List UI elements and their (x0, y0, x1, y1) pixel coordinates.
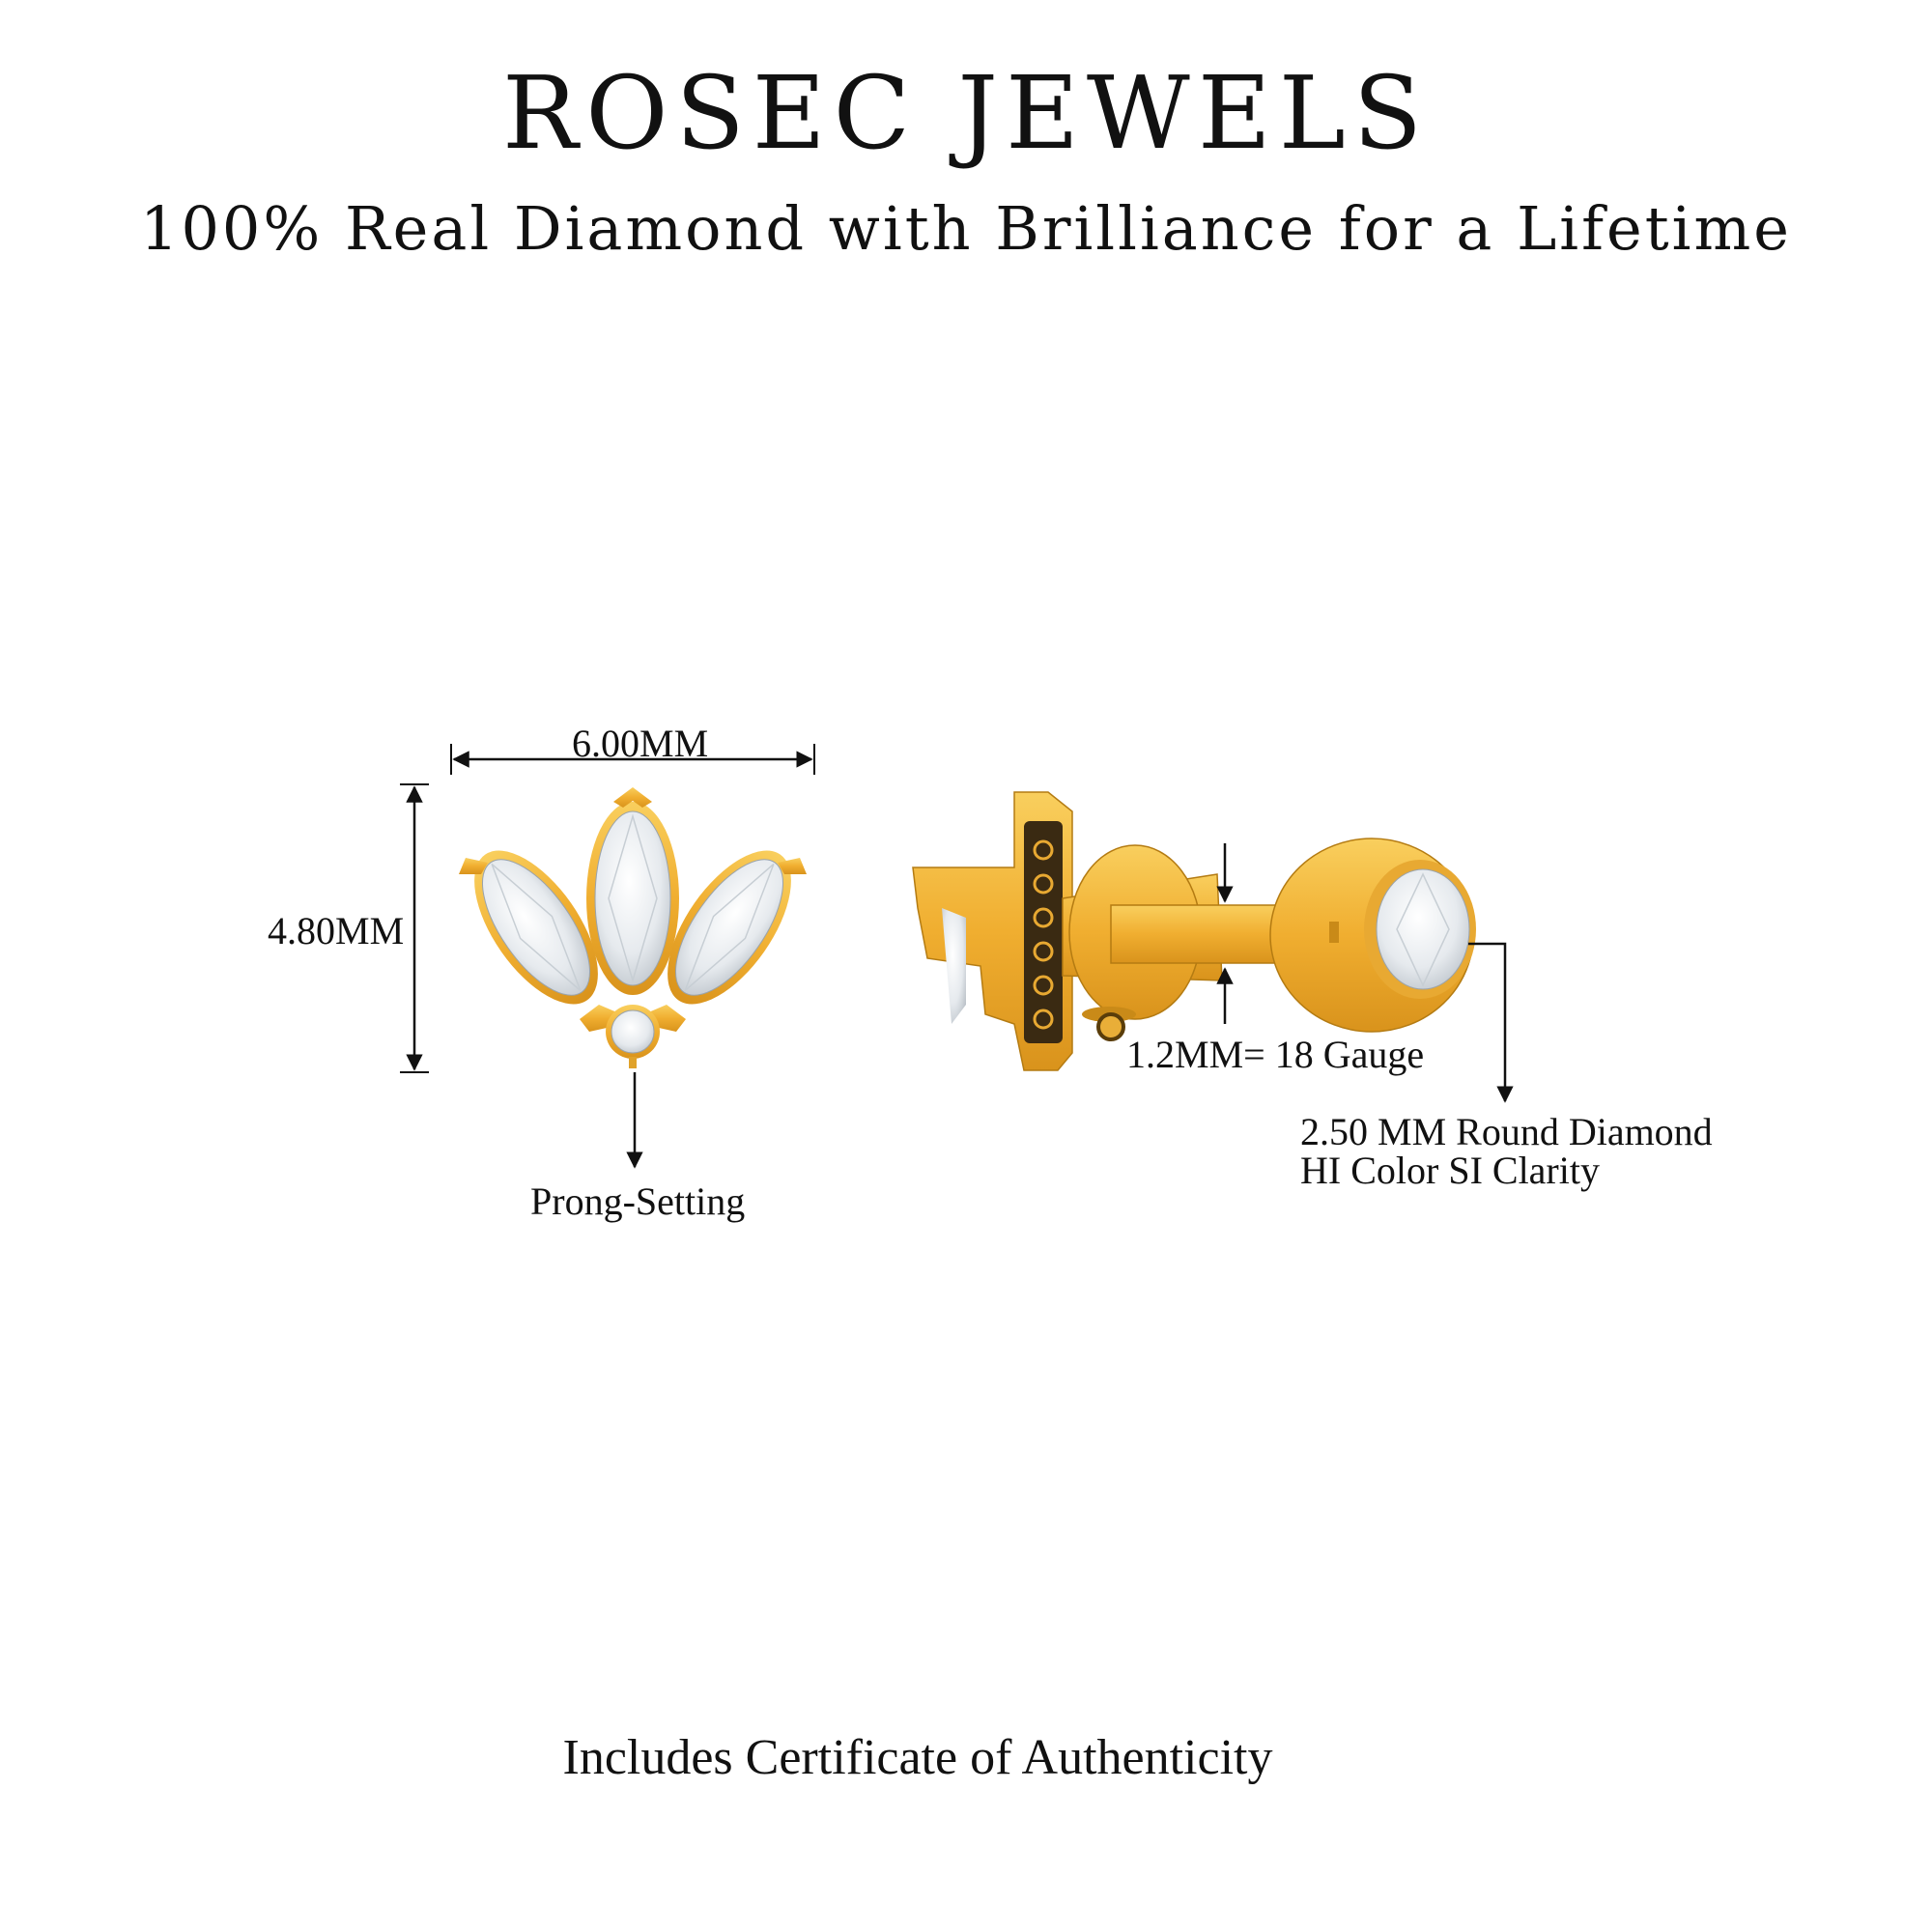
width-label: 6.00MM (572, 722, 709, 765)
certificate-note: Includes Certificate of Authenticity (562, 1730, 1273, 1785)
center-marquise-diamond (586, 802, 679, 995)
diamond-spec-line2: HI Color SI Clarity (1300, 1149, 1600, 1192)
diamond-spec-line1: 2.50 MM Round Diamond (1300, 1110, 1713, 1153)
side-view-earring (912, 791, 1476, 1071)
height-label: 4.80MM (268, 909, 405, 952)
gauge-label: 1.2MM= 18 Gauge (1126, 1033, 1425, 1076)
height-dimension (400, 783, 429, 1073)
round-bezel-diamond (1364, 860, 1476, 999)
lotus-earring-front (459, 787, 807, 1068)
width-dimension (450, 744, 815, 775)
small-round-diamond (606, 1005, 660, 1068)
brand-title: ROSEC JEWELS (501, 54, 1431, 172)
prong-setting-label: Prong-Setting (530, 1179, 746, 1223)
diamond-callout-arrow (1468, 942, 1514, 1103)
tagline: 100% Real Diamond with Brilliance for a … (140, 193, 1792, 264)
left-marquise-diamond (474, 850, 598, 1005)
right-marquise-diamond (668, 850, 791, 1005)
